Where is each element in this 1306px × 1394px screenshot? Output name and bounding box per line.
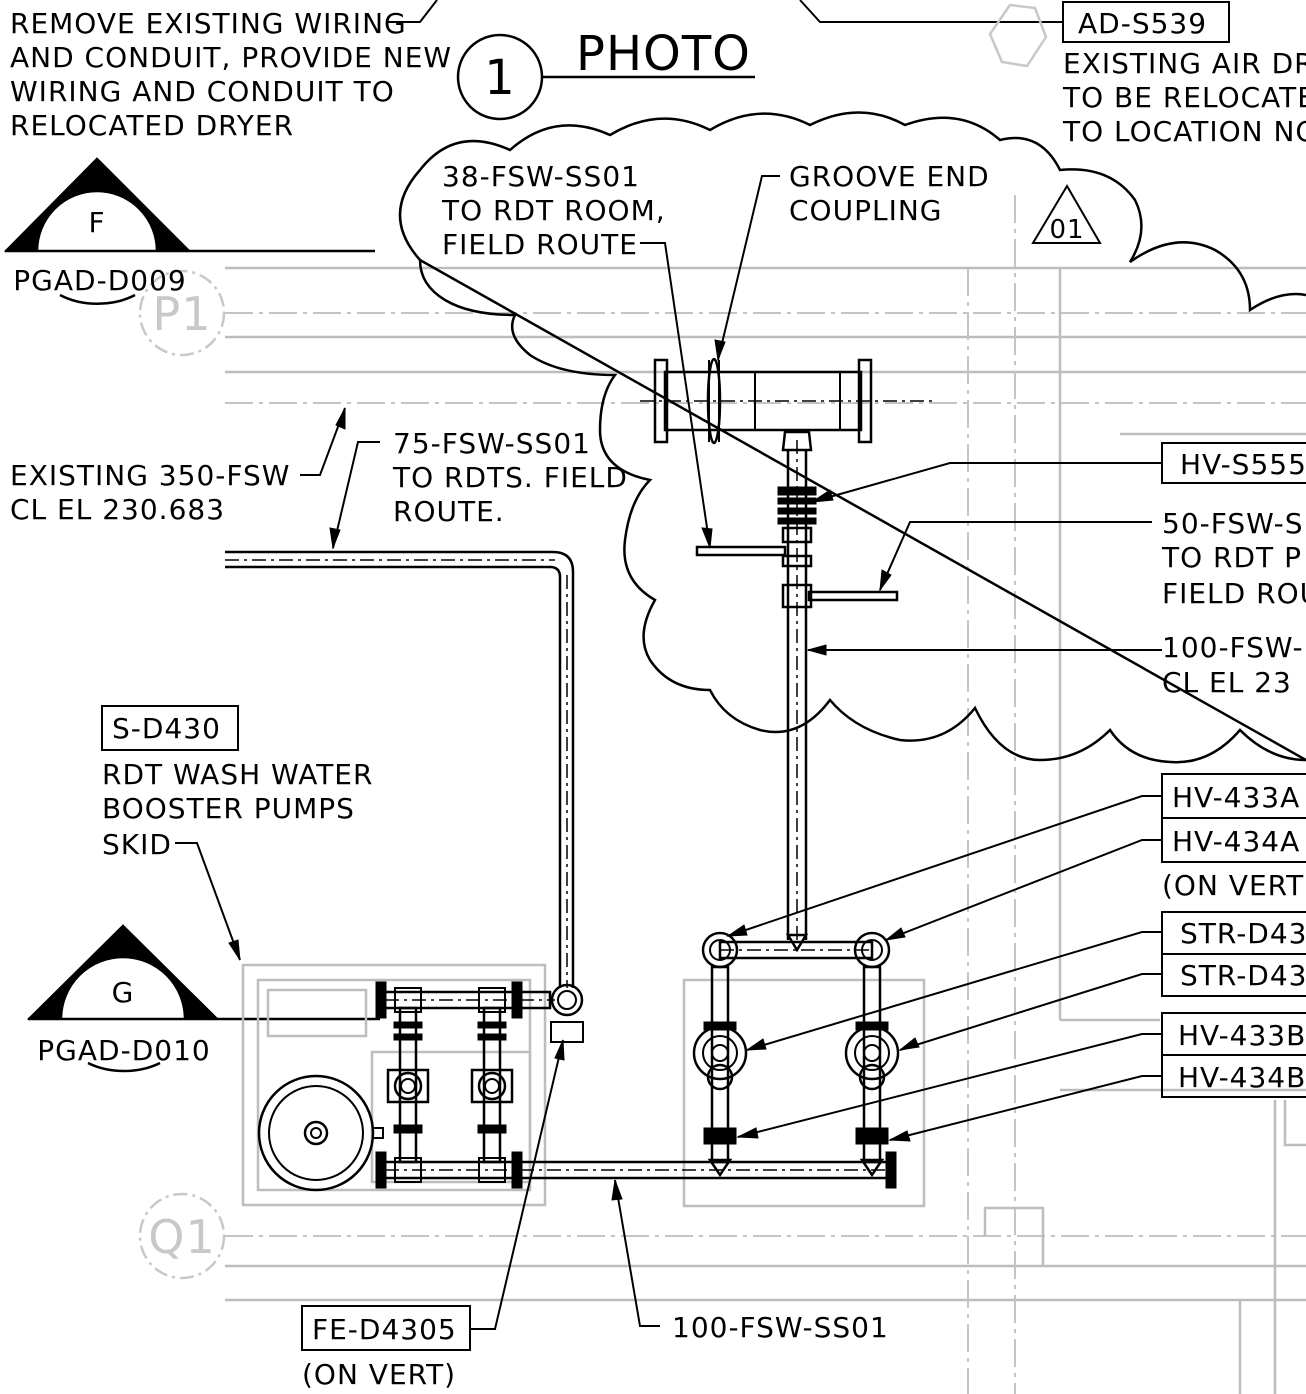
pipe-100-fsw-vertical — [695, 430, 899, 953]
note-line: GROOVE END — [789, 160, 990, 193]
tag-ad-s539: AD-S539 — [1062, 1, 1230, 43]
note-38-fsw: 38-FSW-SS01 TO RDT ROOM, FIELD ROUTE — [441, 160, 666, 261]
revision-cloud — [398, 111, 1306, 764]
note-line: FIELD ROUTE — [442, 228, 638, 261]
tag-text: AD-S539 — [1078, 7, 1207, 40]
pump-skid-piping — [375, 981, 555, 1183]
note-existing-air-dryer: EXISTING AIR DR TO BE RELOCATE TO LOCATI… — [1062, 47, 1306, 148]
note-line: 100-FSW- — [1162, 631, 1304, 664]
pipe-100-fsw-bottom — [375, 1151, 897, 1189]
note-groove-end: GROOVE END COUPLING — [789, 160, 990, 227]
note-line: EXISTING 350-FSW — [10, 459, 290, 492]
valve-skid — [682, 978, 926, 1208]
background-grid — [225, 195, 1306, 1394]
note-line: TO LOCATION NO — [1062, 115, 1306, 148]
note-line: (ON VERT) — [302, 1358, 456, 1391]
note-line: TO RDT P — [1161, 541, 1302, 574]
revision-number: 01 — [1049, 215, 1084, 245]
note-line: 38-FSW-SS01 — [442, 160, 640, 193]
flow-element — [550, 1021, 584, 1043]
note-line: 75-FSW-SS01 — [393, 427, 591, 460]
tag-text: HV-S555 — [1180, 448, 1306, 481]
note-100-fsw-bottom: 100-FSW-SS01 — [672, 1311, 889, 1344]
tag-fe-d4305: FE-D4305 (ON VERT) — [301, 1305, 471, 1391]
note-line: EXISTING AIR DR — [1063, 47, 1306, 80]
tag-text: HV-433B — [1178, 1019, 1306, 1052]
revision-triangle: 01 — [1031, 184, 1102, 245]
booster-pump-skid — [241, 963, 547, 1207]
note-skid-desc: RDT WASH WATER BOOSTER PUMPS SKID — [102, 758, 373, 861]
section-marker-f: F PGAD-D009 — [3, 157, 375, 305]
photo-marker: 1 PHOTO — [456, 26, 755, 121]
tee-header — [640, 357, 935, 445]
note-line: AND CONDUIT, PROVIDE NEW — [10, 41, 452, 74]
tag-text: STR-D43 — [1180, 959, 1306, 992]
tags-strainers: STR-D43 STR-D43 — [1161, 911, 1306, 997]
tag-text: HV-434A — [1172, 825, 1300, 858]
tag-s-d430: S-D430 — [101, 705, 239, 751]
section-g-letter: G — [112, 976, 135, 1009]
leader-lines — [175, 0, 1162, 1330]
grid-bubble-p1: P1 — [138, 269, 226, 357]
note-remove-wiring: REMOVE EXISTING WIRING AND CONDUIT, PROV… — [10, 7, 452, 142]
note-line: RDT WASH WATER — [102, 758, 373, 791]
section-f-sheet: PGAD-D009 — [13, 264, 186, 297]
strainer-right — [844, 1025, 900, 1081]
note-line: REMOVE EXISTING WIRING — [10, 7, 407, 40]
pump-motor — [257, 1074, 375, 1192]
note-line: SKID — [102, 828, 172, 861]
tag-text: STR-D43 — [1180, 917, 1306, 950]
section-marker-g: G PGAD-D010 — [26, 924, 380, 1073]
note-existing-350: EXISTING 350-FSW CL EL 230.683 — [10, 459, 290, 526]
section-g-sheet: PGAD-D010 — [37, 1034, 210, 1067]
valve-manifold — [692, 931, 900, 1178]
strainer-left — [692, 1025, 748, 1081]
tag-text: HV-433A — [1172, 781, 1300, 814]
note-line: ROUTE. — [393, 495, 505, 528]
pipe-75-fsw — [225, 550, 584, 1043]
note-50-fsw: 50-FSW-S TO RDT P FIELD ROU — [1161, 507, 1306, 610]
note-line: CL EL 230.683 — [10, 493, 225, 526]
tag-text: S-D430 — [112, 712, 221, 745]
grid-label-q1: Q1 — [148, 1210, 215, 1264]
photo-number: 1 — [484, 50, 516, 106]
note-line: FIELD ROU — [1162, 577, 1306, 610]
note-75-fsw: 75-FSW-SS01 TO RDTS. FIELD ROUTE. — [392, 427, 628, 528]
tag-text: HV-434B — [1178, 1061, 1306, 1094]
note-line: CL EL 23 — [1162, 666, 1292, 699]
grid-bubble-q1: Q1 — [138, 1192, 226, 1280]
note-line: RELOCATED DRYER — [10, 109, 294, 142]
note-line: TO BE RELOCATE — [1062, 81, 1306, 114]
note-line: WIRING AND CONDUIT TO — [10, 75, 395, 108]
tags-hv-433b-434b: HV-433B HV-434B — [1161, 1012, 1306, 1098]
grid-label-p1: P1 — [152, 287, 211, 341]
photo-label: PHOTO — [576, 26, 751, 82]
tag-text: FE-D4305 — [312, 1313, 457, 1346]
note-line: COUPLING — [789, 194, 942, 227]
note-line: (ON VERT) — [1162, 869, 1306, 902]
note-100-fsw-top: 100-FSW- CL EL 23 — [1162, 631, 1304, 699]
note-line: 50-FSW-S — [1162, 507, 1304, 540]
section-f-letter: F — [88, 206, 105, 239]
note-line: TO RDTS. FIELD — [392, 461, 628, 494]
note-line: 100-FSW-SS01 — [672, 1311, 889, 1344]
tag-hv-s555: HV-S555 — [1161, 442, 1306, 484]
note-line: BOOSTER PUMPS — [102, 792, 355, 825]
note-line: TO RDT ROOM, — [441, 194, 666, 227]
tags-hv-433a-434a: HV-433A HV-434A (ON VERT) — [1161, 773, 1306, 902]
